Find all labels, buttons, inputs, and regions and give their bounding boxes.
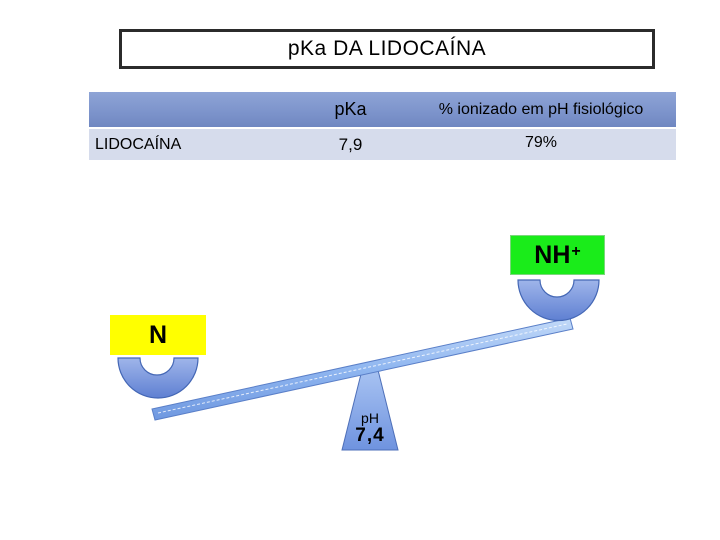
ionized-form-label: NH+: [510, 235, 605, 275]
slide-title-text: pKa DA LIDOCAÍNA: [287, 37, 487, 60]
right-cup: [517, 279, 600, 322]
left-cup: [117, 357, 199, 399]
fulcrum-ph-value: 7,4: [355, 425, 385, 446]
table-header-pka: pKa: [295, 92, 406, 129]
fulcrum-ph-label: pH 7,4: [340, 410, 400, 446]
seesaw-beam: [151, 317, 574, 421]
neutral-form-label: N: [110, 315, 206, 355]
slide-title: pKa DA LIDOCAÍNA: [119, 29, 655, 69]
fulcrum-ph-text: pH: [361, 410, 379, 426]
table-cell-pka-value: 7,9: [295, 129, 406, 160]
table-header-ionized: % ionizado em pH fisiológico: [406, 92, 676, 129]
table-header-empty: [89, 92, 295, 129]
table-cell-drug-name: LIDOCAÍNA: [89, 129, 295, 160]
charge-superscript: +: [571, 243, 581, 260]
table-cell-ionized-value: 79%: [406, 129, 676, 160]
